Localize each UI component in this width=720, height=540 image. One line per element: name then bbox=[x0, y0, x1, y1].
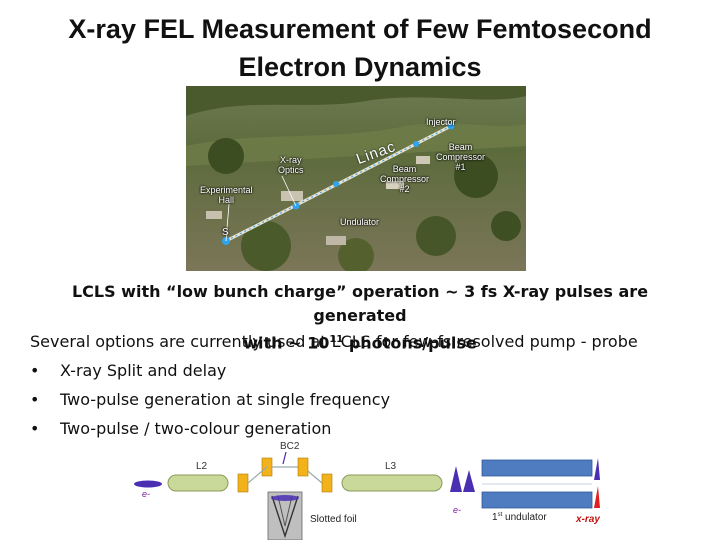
beamline-schematic: e- L2 BC2 Slotted foil L3 e- 1st undulat… bbox=[134, 441, 600, 540]
bullet-text: Two-pulse generation at single frequency bbox=[60, 390, 391, 409]
label-l2: L2 bbox=[196, 461, 208, 472]
exp-hall-line-2: Hall bbox=[218, 195, 235, 205]
bullet-glyph: • bbox=[30, 361, 40, 380]
label-undulator: Undulator bbox=[340, 217, 380, 227]
l2-accelerator-tube bbox=[167, 474, 229, 492]
label-injector: Injector bbox=[426, 117, 456, 127]
exp-hall-line-1: Experimental bbox=[200, 185, 253, 195]
label-undulator-schematic: 1st undulator bbox=[492, 512, 547, 523]
slide-title: X-ray FEL Measurement of Few Femtosecond… bbox=[0, 10, 720, 86]
undulator-bottom bbox=[481, 491, 593, 509]
magnet bbox=[321, 473, 333, 493]
electron-bunch-left bbox=[134, 480, 162, 488]
lcls-aerial-photo: Injector Linac Beam Compressor #1 Beam C… bbox=[186, 86, 526, 271]
bullet-glyph: • bbox=[30, 419, 40, 438]
undulator-label-post: undulator bbox=[502, 512, 547, 523]
title-line-1: X-ray FEL Measurement of Few Femtosecond bbox=[68, 14, 652, 44]
options-line: Several options are currently used at LC… bbox=[30, 332, 638, 351]
bullet-text: X-ray Split and delay bbox=[60, 361, 227, 380]
lcls-description: LCLS with “low bunch charge” operation ~… bbox=[30, 280, 690, 355]
bc1-line-1: Beam bbox=[448, 142, 473, 152]
label-experimental-hall: Experimental Hall bbox=[200, 185, 253, 205]
bullet-item: • X-ray Split and delay bbox=[30, 359, 226, 383]
label-xray-optics: X-ray Optics bbox=[278, 155, 304, 175]
xray-optics-line-1: X-ray bbox=[280, 155, 302, 165]
bc1-line-3: #1 bbox=[455, 162, 466, 172]
undulator-top bbox=[481, 459, 593, 477]
label-eminus-left: e- bbox=[142, 489, 150, 499]
bullet-item: • Two-pulse / two-colour generation bbox=[30, 417, 331, 441]
lcls-line-2-pre: with ~ 10 bbox=[243, 333, 330, 353]
bc1-line-2: Compressor bbox=[436, 152, 486, 162]
undulator-label-pre: 1 bbox=[492, 512, 498, 523]
label-xray: x-ray bbox=[575, 514, 600, 525]
xray-optics-line-2: Optics bbox=[278, 165, 304, 175]
bullet-glyph: • bbox=[30, 390, 40, 409]
label-bc2: BC2 bbox=[280, 441, 300, 452]
electron-pulse bbox=[450, 466, 462, 492]
magnet bbox=[237, 473, 249, 493]
bc2-line-2: Compressor bbox=[380, 174, 430, 184]
label-beam-compressor-1: Beam Compressor #1 bbox=[436, 142, 485, 172]
label-s-marker: S bbox=[222, 227, 229, 238]
lcls-line-2: with ~ 1011 photons/pulse bbox=[30, 328, 690, 355]
magnet bbox=[297, 457, 309, 477]
label-slotted-foil: Slotted foil bbox=[310, 514, 357, 525]
lcls-line-1: LCLS with “low bunch charge” operation ~… bbox=[71, 282, 649, 325]
lcls-line-2-sup: 11 bbox=[329, 334, 344, 345]
aerial-photo-image bbox=[186, 86, 526, 271]
undulator-label-sup: st bbox=[498, 512, 503, 518]
bullet-text: Two-pulse / two-colour generation bbox=[60, 419, 332, 438]
label-l3: L3 bbox=[385, 461, 397, 472]
bc2-line-3: #2 bbox=[399, 184, 410, 194]
electron-pulse bbox=[463, 470, 475, 492]
label-eminus-right: e- bbox=[453, 505, 461, 515]
lcls-line-2-post: photons/pulse bbox=[343, 333, 477, 353]
bullet-item: • Two-pulse generation at single frequenc… bbox=[30, 388, 390, 412]
l3-accelerator-tube bbox=[341, 474, 443, 492]
label-beam-compressor-2: Beam Compressor #2 bbox=[380, 164, 429, 194]
bc2-line-1: Beam bbox=[392, 164, 417, 174]
title-line-2: Electron Dynamics bbox=[238, 52, 482, 82]
